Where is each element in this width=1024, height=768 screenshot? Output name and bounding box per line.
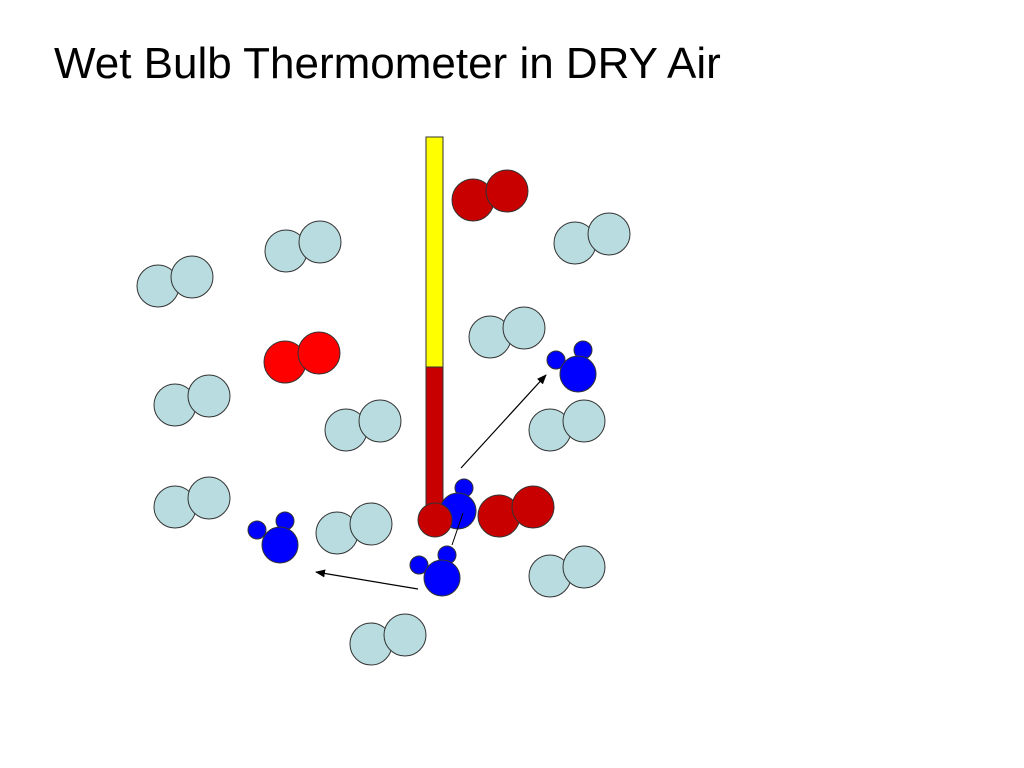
warm-air-molecule [263, 331, 341, 384]
warm-air-molecule [451, 169, 529, 222]
dry-air-molecule [153, 476, 231, 529]
thermometer-lower-segment [425, 366, 444, 506]
dry-air-molecule [136, 255, 214, 308]
thermometer [425, 136, 444, 506]
vapor-movement-arrow-left [315, 569, 419, 590]
vapor-movement-arrow-up-right [460, 374, 547, 469]
dry-air-molecule [528, 545, 606, 598]
dry-air-molecule [315, 502, 393, 555]
dry-air-molecule [553, 212, 631, 265]
dry-air-molecule [468, 306, 546, 359]
thermometer-bulb [417, 502, 453, 538]
dry-air-molecule [324, 399, 402, 452]
dry-air-molecule [153, 374, 231, 427]
water-vapor-molecule [247, 511, 299, 564]
thermometer-upper-segment [425, 136, 444, 368]
warm-air-molecule [477, 485, 555, 538]
dry-air-molecule [349, 613, 427, 666]
water-vapor-molecule [409, 545, 461, 597]
warm-air-molecules [263, 169, 555, 538]
slide-title: Wet Bulb Thermometer in DRY Air [54, 39, 721, 88]
water-vapor-molecule [546, 340, 597, 393]
dry-air-molecule [528, 399, 606, 452]
dry-air-molecule [264, 220, 342, 273]
water-vapor-molecules [247, 340, 597, 597]
evaporation-link-line [451, 512, 464, 546]
dry-air-molecules [136, 212, 631, 666]
